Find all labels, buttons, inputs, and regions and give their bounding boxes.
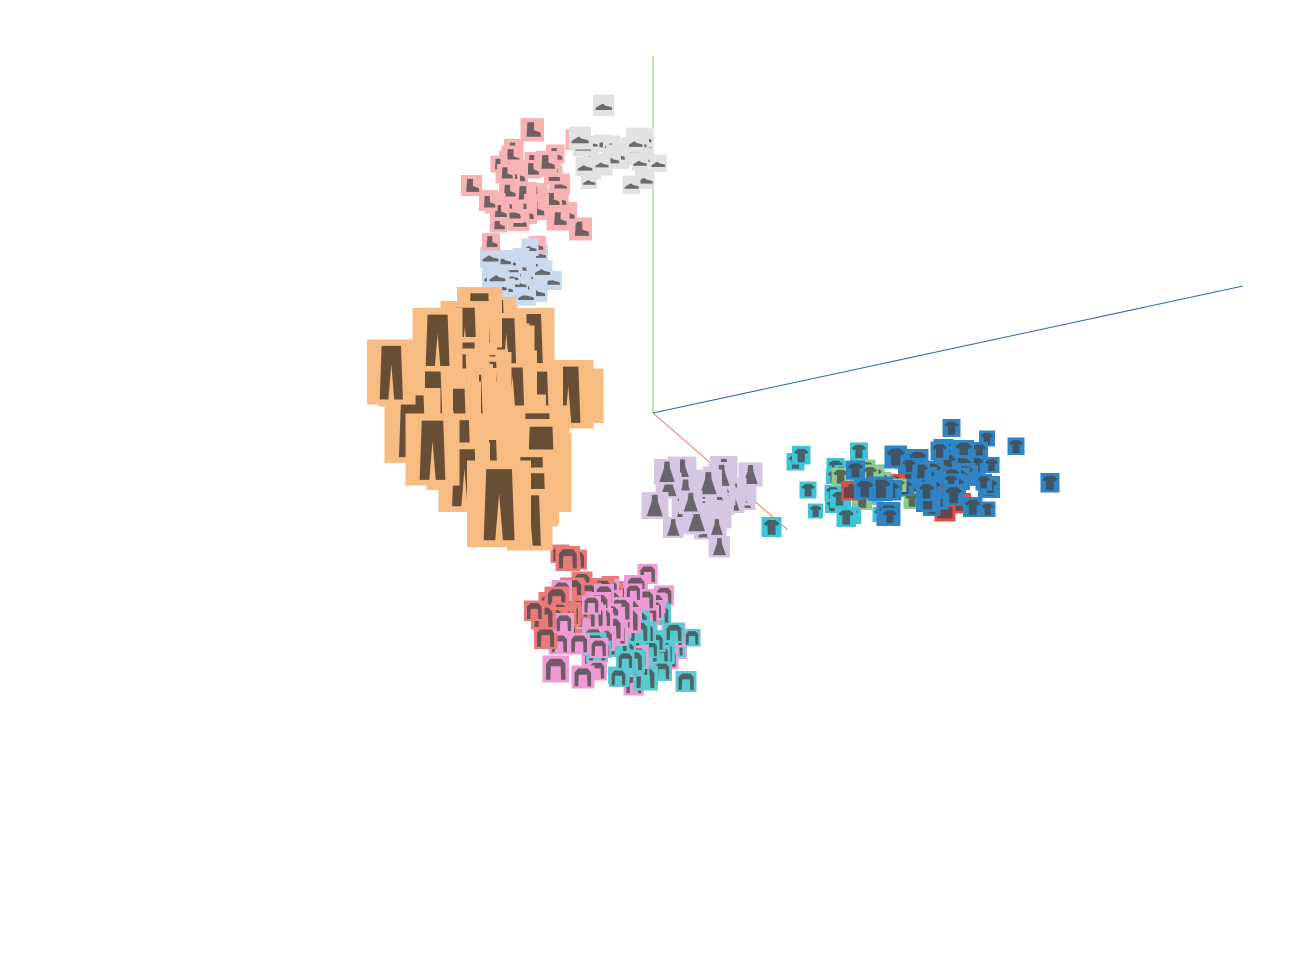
point-t-shirt-41[interactable]: [900, 457, 918, 475]
point-dress-18[interactable]: [662, 517, 684, 538]
point-ankle-boot-7[interactable]: [497, 164, 515, 183]
point-coat-19[interactable]: [581, 595, 601, 615]
point-sneaker-19[interactable]: [649, 154, 667, 172]
point-shirt-lower-13[interactable]: [609, 668, 628, 688]
point-coat-18[interactable]: [588, 638, 609, 658]
point-trouser-far-3[interactable]: [467, 460, 532, 548]
point-shirt-18[interactable]: [761, 517, 782, 538]
point-shirt-16[interactable]: [836, 507, 856, 527]
point-ankle-boot-41[interactable]: [520, 118, 544, 142]
point-coat-30[interactable]: [553, 612, 574, 634]
point-t-shirt-39[interactable]: [881, 507, 899, 526]
point-dress-9[interactable]: [708, 535, 731, 558]
point-t-shirt-1[interactable]: [962, 497, 983, 517]
point-t-shirt-33[interactable]: [942, 484, 965, 506]
point-shirt-20[interactable]: [808, 503, 824, 519]
point-ankle-boot-3[interactable]: [548, 208, 570, 229]
point-t-shirt-38[interactable]: [979, 501, 996, 518]
point-t-shirt-25[interactable]: [930, 441, 949, 461]
point-sandal-1[interactable]: [487, 266, 508, 287]
point-ankle-boot-1[interactable]: [482, 232, 500, 251]
point-ankle-boot-35[interactable]: [479, 192, 498, 212]
point-t-shirt-31[interactable]: [983, 457, 1000, 473]
point-sneaker-5[interactable]: [575, 157, 595, 176]
point-ankle-boot-27[interactable]: [460, 175, 482, 197]
point-t-shirt-40[interactable]: [916, 481, 937, 501]
point-shirt-lower-14[interactable]: [616, 651, 635, 670]
point-shirt-lower-33[interactable]: [683, 629, 701, 647]
point-coat-20[interactable]: [542, 655, 570, 683]
point-trouser-24[interactable]: [367, 339, 416, 405]
point-sneaker-23[interactable]: [592, 94, 615, 116]
point-t-shirt-30[interactable]: [942, 419, 961, 437]
point-t-shirt-4[interactable]: [1040, 473, 1060, 493]
point-pullover-16[interactable]: [524, 600, 545, 621]
point-shirt-lower-23[interactable]: [663, 622, 685, 644]
point-coat-52[interactable]: [568, 632, 590, 655]
point-sneaker-2[interactable]: [568, 127, 591, 150]
point-t-shirt-5[interactable]: [1007, 437, 1025, 456]
point-trouser-42[interactable]: [405, 413, 460, 486]
point-sneaker-0[interactable]: [622, 175, 641, 194]
point-dress-1[interactable]: [641, 492, 669, 519]
point-dress-30[interactable]: [654, 459, 680, 485]
point-t-shirt-19[interactable]: [845, 460, 865, 480]
point-dress-40[interactable]: [679, 490, 703, 514]
point-shirt-21[interactable]: [849, 442, 868, 461]
point-shirt-29[interactable]: [792, 446, 811, 465]
z-axis: [652, 285, 1243, 414]
point-coat-11[interactable]: [571, 665, 595, 689]
point-pullover-19[interactable]: [555, 546, 581, 571]
points-layer: [367, 94, 1060, 696]
point-t-shirt-26[interactable]: [853, 478, 876, 500]
point-sneaker-26[interactable]: [593, 155, 611, 173]
point-shirt-10[interactable]: [799, 481, 817, 499]
point-shirt-lower-12[interactable]: [675, 670, 697, 693]
